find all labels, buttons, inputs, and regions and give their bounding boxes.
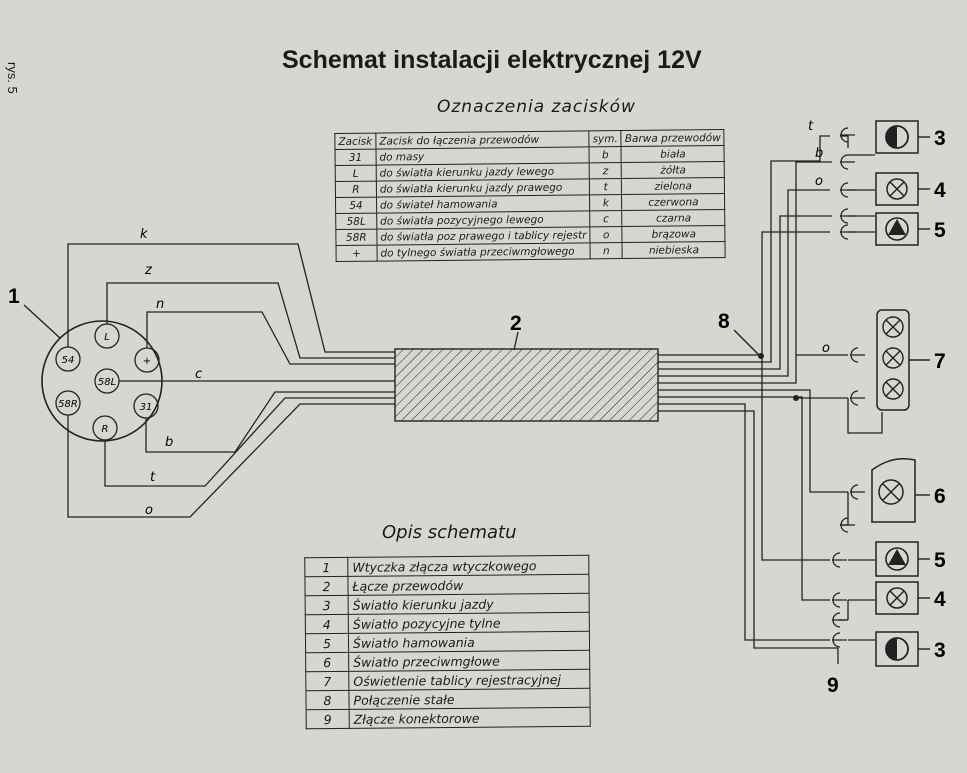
wire-n	[146, 311, 395, 365]
pin-54: 54	[55, 346, 81, 372]
connector-icon	[840, 517, 855, 533]
connector-icon	[832, 612, 847, 628]
plate-light-housing	[876, 309, 910, 411]
callout-harness: 2	[510, 312, 522, 335]
callout-position-upper: 4	[934, 179, 946, 202]
svg-text:58L: 58L	[98, 377, 116, 388]
wire-to-brake-lower	[761, 355, 830, 561]
pin-31: 31	[133, 393, 159, 419]
connector-icon	[850, 390, 865, 406]
pin-l: L	[94, 323, 120, 349]
harness-leader	[513, 331, 519, 351]
callout-plate-light: 7	[934, 350, 946, 373]
callout-brake-lower: 5	[934, 549, 946, 572]
wire-b	[145, 391, 395, 453]
wire-label-z: z	[144, 263, 153, 278]
position-lamp-icon	[886, 178, 908, 200]
callout-fixed-joint: 8	[718, 310, 730, 333]
connector-icon	[840, 224, 855, 240]
wire-label-t: t	[150, 470, 156, 485]
wire-label-o: o	[145, 503, 153, 518]
lower-lamp-cluster	[875, 541, 919, 667]
plate-bulb-icon	[882, 347, 904, 369]
fog-bulb-icon	[878, 479, 904, 505]
wire-to-position-lower	[658, 396, 830, 601]
svg-text:54: 54	[62, 355, 75, 366]
wire-to-position-upper-b	[658, 189, 830, 377]
connector-icon	[850, 484, 865, 500]
wire-plate-light	[796, 354, 848, 399]
connector-icon	[832, 632, 847, 648]
svg-text:31: 31	[140, 402, 153, 413]
callout-numbers: 1 2 8 3 4 5 7 6 5 4 3 9	[8, 127, 946, 697]
wire-label-b: b	[815, 146, 823, 161]
svg-text:58R: 58R	[58, 399, 78, 410]
wire-label-t: t	[808, 119, 814, 134]
wire-label-o: o	[815, 174, 823, 189]
wire-harness	[394, 348, 659, 422]
lamp-wire-labels: t b o o	[808, 119, 830, 356]
terminal-legend-title: Oznaczenia zacisków	[437, 97, 636, 117]
wire-label-n: n	[156, 297, 164, 312]
wire-label-k: k	[140, 227, 148, 242]
callout-brake-upper: 5	[934, 219, 946, 242]
plug-wires	[67, 243, 395, 518]
connector-icon	[840, 208, 855, 224]
svg-text:+: +	[143, 356, 151, 367]
wire-ground-lower	[658, 410, 838, 649]
wire-ground-upper	[658, 161, 832, 384]
brake-lamp-icon	[885, 217, 909, 241]
connector-symbols	[832, 127, 865, 664]
callout-indicator-upper: 3	[934, 127, 946, 150]
harness-wires	[658, 135, 883, 649]
wire-t	[104, 397, 395, 487]
connector-icon	[840, 182, 855, 198]
description-title: Opis schematu	[382, 522, 517, 543]
wire-to-brake-upper	[658, 231, 830, 356]
callout-connector: 9	[827, 674, 839, 697]
svg-text:R: R	[102, 424, 109, 435]
plate-light	[876, 309, 910, 411]
wire-to-fog	[658, 389, 848, 493]
wire-k	[67, 243, 395, 353]
connector-icon	[840, 127, 855, 143]
callout-leaders	[23, 136, 930, 650]
fixed-joint	[793, 395, 799, 401]
callout-indicator-lower: 3	[934, 639, 946, 662]
connector-icon	[840, 154, 855, 170]
wire-label-c: c	[195, 367, 202, 382]
upper-lamp-cluster	[875, 120, 919, 246]
plug-wire-labels: k z n c b t o	[140, 227, 202, 518]
diagram-title: Schemat instalacji elektrycznej 12V	[282, 46, 702, 74]
wire-to-position-upper	[658, 215, 832, 370]
wire-to-indicator-upper	[658, 135, 830, 363]
svg-text:L: L	[104, 332, 110, 343]
position-lamp-icon	[886, 587, 908, 609]
wire-to-indicator-lower	[658, 403, 830, 641]
connector-icon	[832, 592, 847, 608]
wire-o	[67, 403, 395, 518]
plate-bulb-icon	[882, 378, 904, 400]
wire-label-b: b	[165, 435, 173, 450]
connector-icon	[832, 552, 847, 568]
pin-r: R	[92, 415, 118, 441]
callout-position-lower: 4	[934, 588, 946, 611]
wire-label-o: o	[822, 341, 830, 356]
pin-plus: +	[134, 347, 160, 373]
connector-icon	[850, 347, 865, 363]
fixed-joint	[758, 353, 764, 359]
plate-bulb-icon	[882, 316, 904, 338]
callout-fog-lamp: 6	[934, 485, 946, 508]
pin-58r: 58R	[55, 390, 81, 416]
callout-plug: 1	[8, 285, 20, 308]
wire-z	[106, 282, 395, 359]
fog-lamp-housing	[871, 458, 916, 523]
fog-lamp	[871, 458, 916, 523]
pin-58l: 58L	[94, 368, 120, 394]
brake-lamp-icon	[885, 547, 909, 571]
